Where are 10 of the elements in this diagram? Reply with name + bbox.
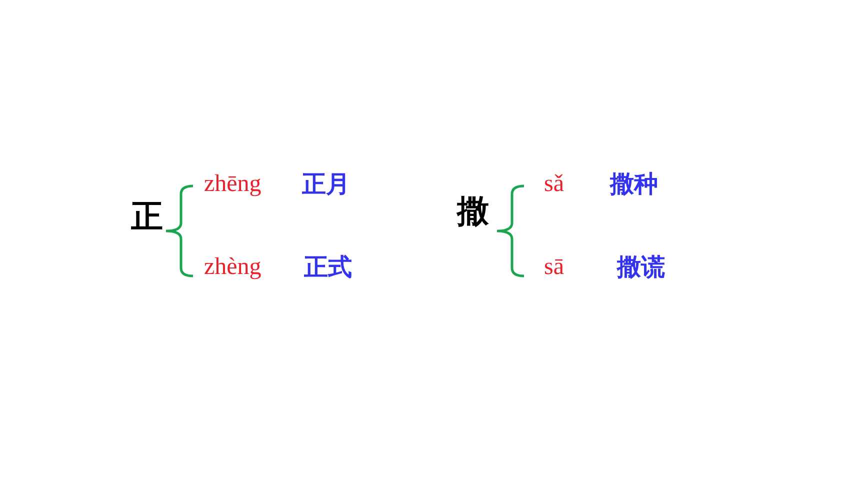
pinyin-reading: zhèng (204, 255, 262, 279)
example-word: 撒谎 (617, 255, 665, 279)
pinyin-reading: sā (544, 255, 564, 279)
example-word: 正式 (304, 255, 352, 279)
pinyin-reading: zhēng (204, 172, 262, 196)
example-word: 正月 (302, 172, 350, 196)
character: 撒 (457, 195, 489, 227)
pinyin-reading: sǎ (544, 172, 564, 196)
character: 正 (131, 200, 163, 232)
example-word: 撒种 (610, 172, 658, 196)
